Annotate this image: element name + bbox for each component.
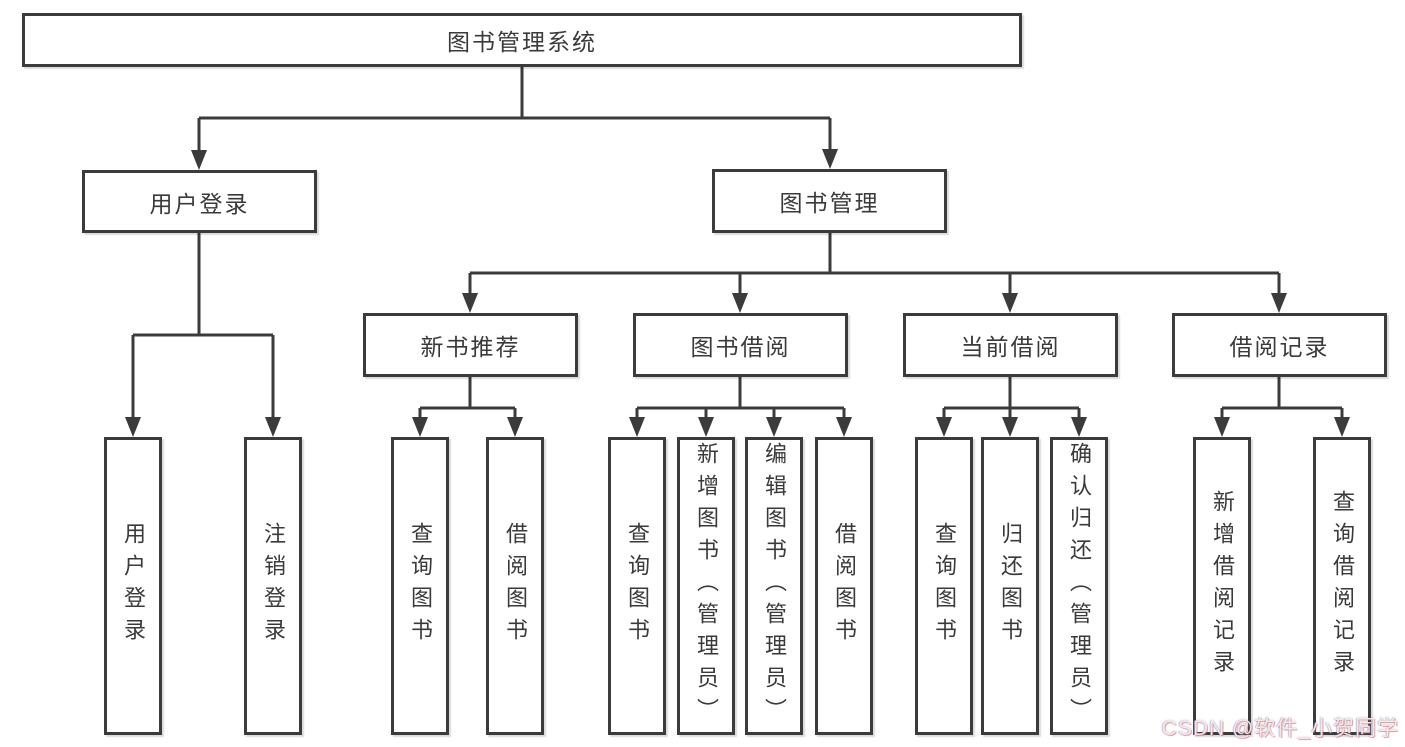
leaf-confirm-return-admin: 确认归还（管理员） <box>1050 437 1108 735</box>
leaf-label: 新增借阅记录 <box>1210 490 1235 682</box>
leaf-label: 编辑图书（管理员） <box>762 442 787 730</box>
node-root-label: 图书管理系统 <box>447 29 597 55</box>
leaf-label: 确认归还（管理员） <box>1067 442 1092 730</box>
node-user-login: 用户登录 <box>82 170 317 233</box>
leaf-label: 查询借阅记录 <box>1330 490 1355 682</box>
leaf-label: 借阅图书 <box>503 522 528 650</box>
node-current-borrowing-label: 当前借阅 <box>960 334 1061 360</box>
leaf-logout: 注销登录 <box>244 437 302 735</box>
leaf-label: 用户登录 <box>121 522 146 650</box>
leaf-label: 归还图书 <box>998 522 1023 650</box>
node-new-book-recommend-label: 新书推荐 <box>420 334 521 360</box>
leaf-query-borrow-record: 查询借阅记录 <box>1313 437 1371 735</box>
leaf-label: 注销登录 <box>261 522 286 650</box>
leaf-return-books: 归还图书 <box>981 437 1039 735</box>
leaf-query-books-recommend: 查询图书 <box>391 437 449 735</box>
leaf-borrow-books-recommend: 借阅图书 <box>486 437 544 735</box>
leaf-borrow-books: 借阅图书 <box>815 437 873 735</box>
node-root: 图书管理系统 <box>22 13 1022 67</box>
leaf-label: 查询图书 <box>932 522 957 650</box>
node-borrowing-records-label: 借阅记录 <box>1229 334 1330 360</box>
node-book-borrowing: 图书借阅 <box>633 313 848 377</box>
node-book-management: 图书管理 <box>712 169 947 233</box>
leaf-query-books-current: 查询图书 <box>915 437 973 735</box>
csdn-watermark: CSDN @软件_小贺同学 <box>1161 717 1399 740</box>
node-current-borrowing: 当前借阅 <box>903 313 1118 377</box>
node-borrowing-records: 借阅记录 <box>1172 313 1387 377</box>
leaf-edit-books-admin: 编辑图书（管理员） <box>745 437 803 735</box>
leaf-add-books-admin: 新增图书（管理员） <box>677 437 735 735</box>
leaf-label: 查询图书 <box>625 522 650 650</box>
leaf-label: 查询图书 <box>408 522 433 650</box>
leaf-add-borrow-record: 新增借阅记录 <box>1193 437 1251 735</box>
leaf-user-login: 用户登录 <box>104 437 162 735</box>
leaf-query-books-borrow: 查询图书 <box>608 437 666 735</box>
node-book-borrowing-label: 图书借阅 <box>690 334 791 360</box>
arrowheads <box>125 149 1350 437</box>
leaf-label: 借阅图书 <box>832 522 857 650</box>
node-book-management-label: 图书管理 <box>779 190 880 216</box>
node-new-book-recommend: 新书推荐 <box>363 313 578 377</box>
leaf-label: 新增图书（管理员） <box>694 442 719 730</box>
node-user-login-label: 用户登录 <box>149 190 250 217</box>
